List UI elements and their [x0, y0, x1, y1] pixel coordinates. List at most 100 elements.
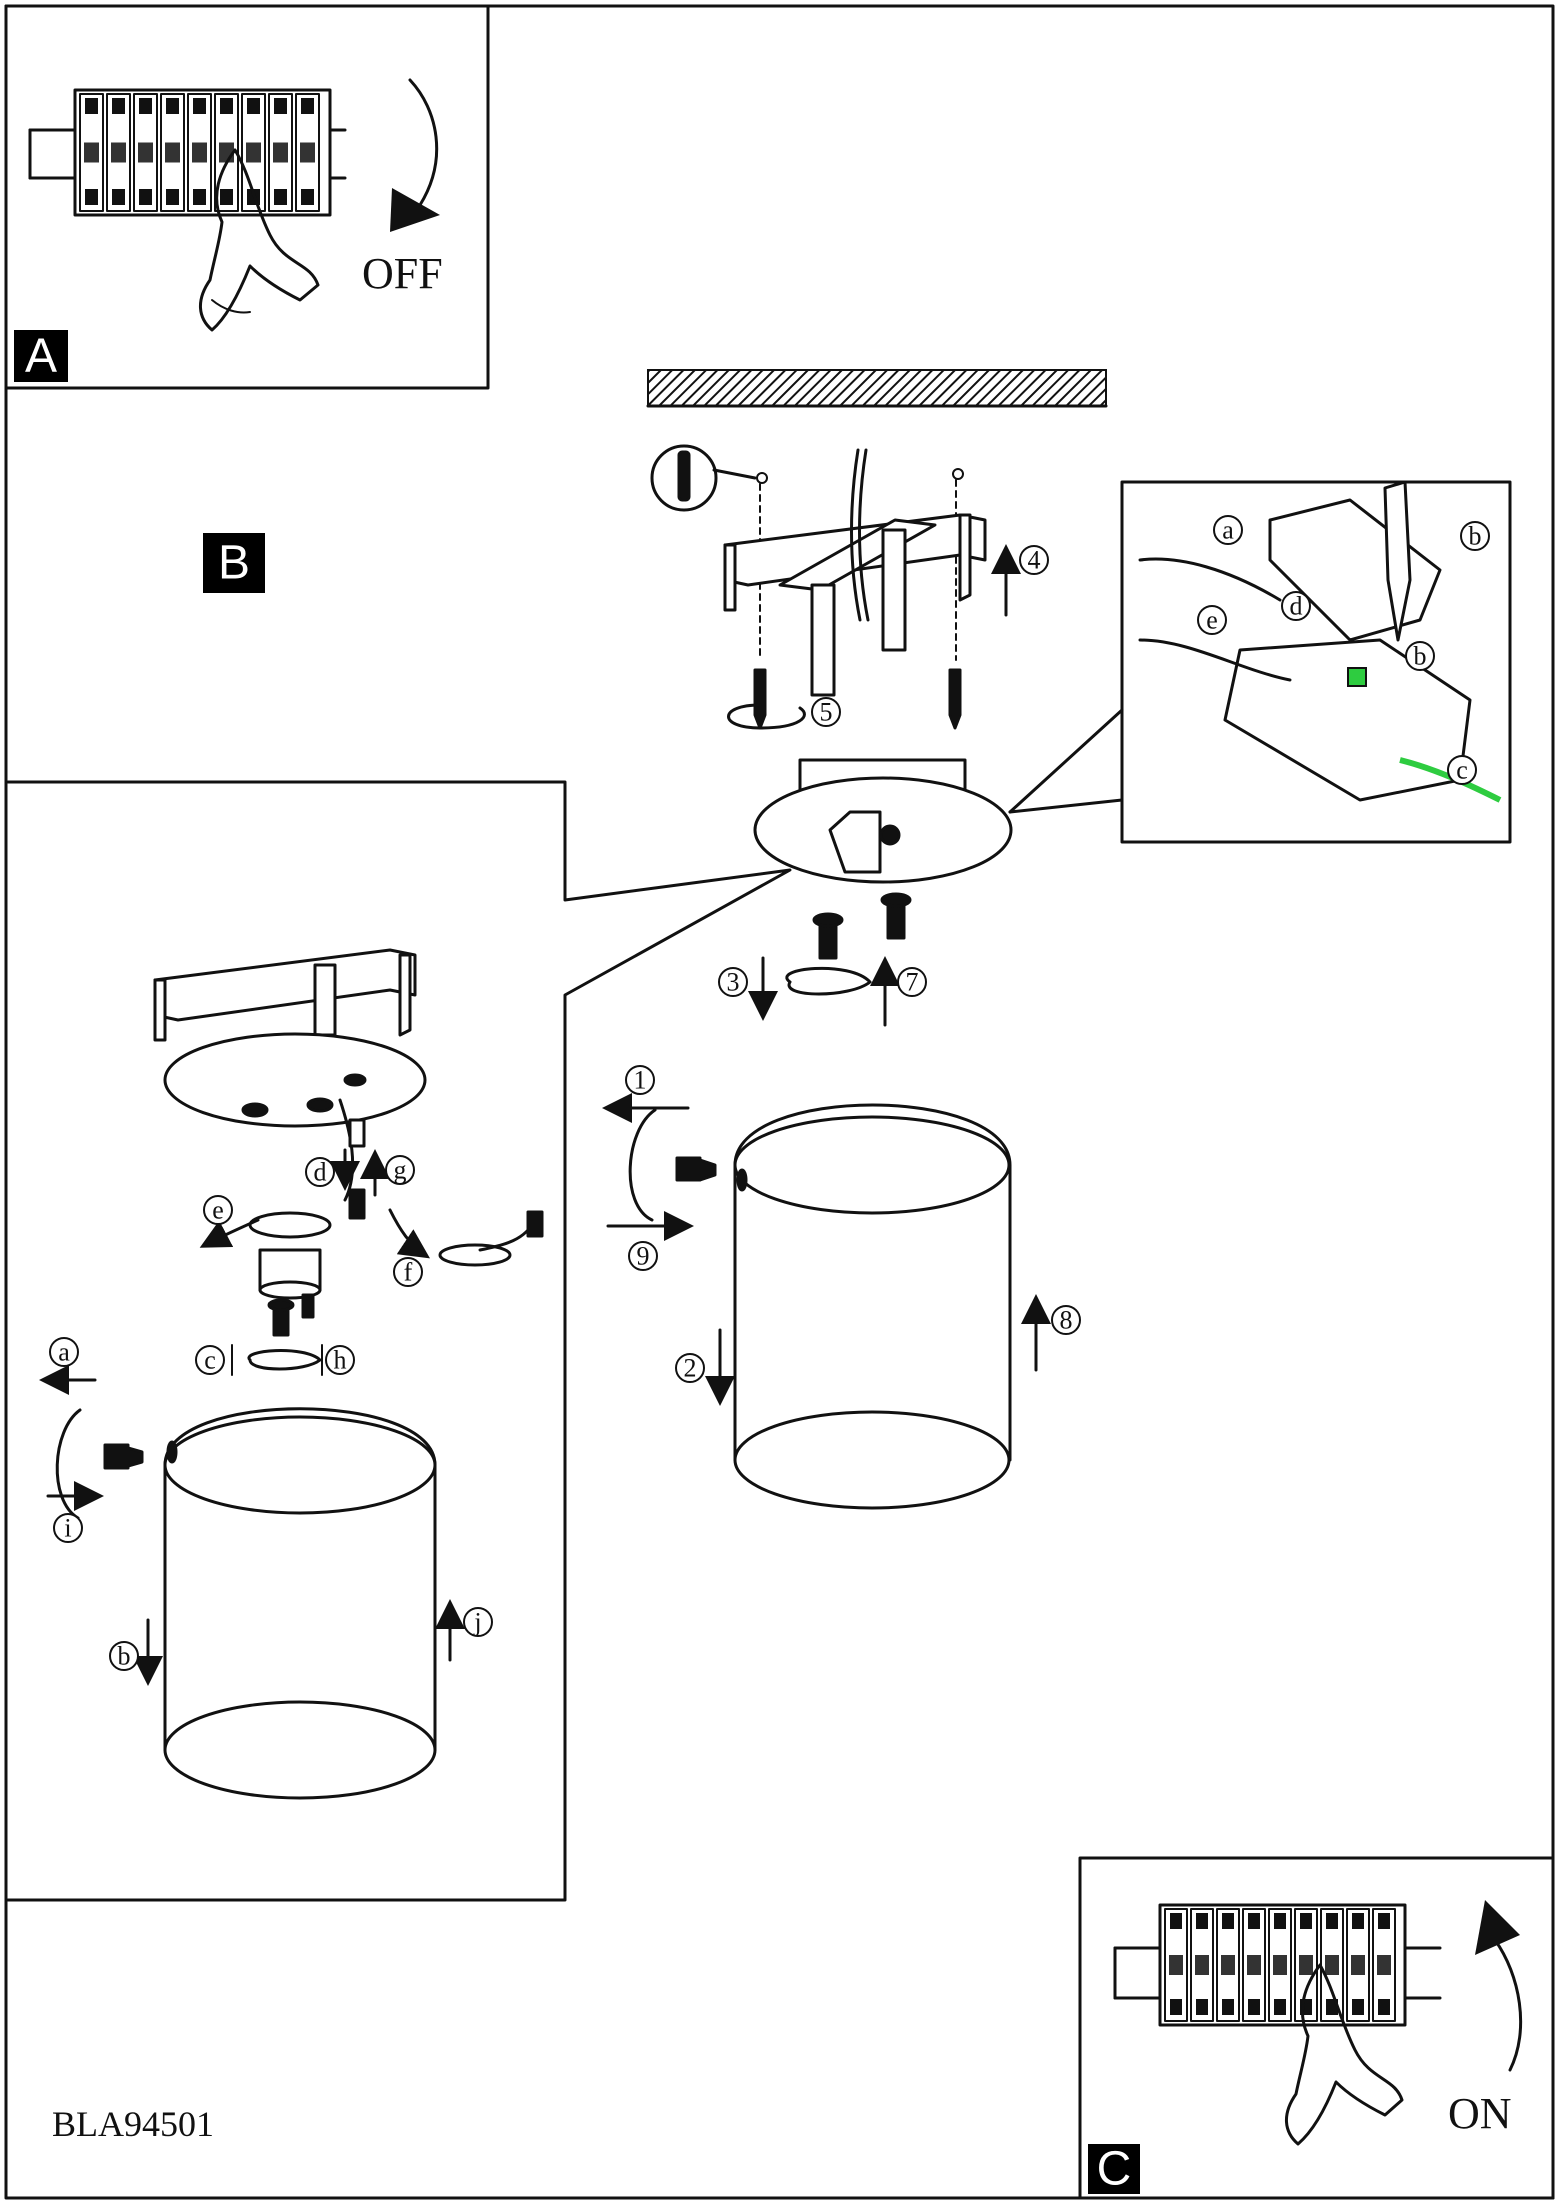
on-label: ON — [1448, 2089, 1512, 2138]
breaker-toggle — [1325, 1955, 1339, 1975]
inset-step-b: b — [1414, 642, 1427, 671]
badge-a-box — [14, 330, 68, 382]
panel-b-badge: B — [203, 533, 265, 593]
detail-box: d g e f c h — [6, 780, 792, 1902]
badge-c-box — [1088, 2144, 1140, 2194]
breaker-terminal-bottom — [220, 189, 233, 205]
ceiling-hatch — [647, 369, 1107, 407]
breaker-toggle — [165, 142, 180, 163]
breaker-block-a — [73, 88, 332, 217]
page-frame — [4, 4, 1555, 2200]
breaker-terminal-top — [1274, 1913, 1286, 1929]
inset-step-c: c — [1456, 756, 1468, 785]
badge-c: C — [1097, 2143, 1132, 2196]
detail-step-c: c — [204, 1346, 216, 1375]
model-code: BLA94501 — [52, 2104, 214, 2144]
breaker-terminal-bottom — [166, 189, 179, 205]
detail-step-d: d — [314, 1158, 327, 1187]
inset-step-e: e — [1206, 606, 1218, 635]
breaker-terminal-top — [1326, 1913, 1338, 1929]
detail-step-f: f — [404, 1258, 413, 1287]
breaker-terminal-top — [139, 98, 152, 114]
badge-b: B — [218, 537, 250, 590]
step-5: 5 — [820, 698, 833, 727]
step-7: 7 — [906, 968, 919, 997]
breaker-block-c — [1158, 1903, 1407, 2027]
step-4: 4 — [1028, 546, 1041, 575]
step-3: 3 — [727, 968, 740, 997]
breaker-terminal-top — [220, 98, 233, 114]
breaker-toggle — [1377, 1955, 1391, 1975]
inset-step-a: a — [1222, 516, 1234, 545]
step-2: 2 — [684, 1354, 697, 1383]
breaker-terminal-top — [1196, 1913, 1208, 1929]
hand-a — [199, 148, 320, 332]
breaker-terminal-bottom — [1378, 1999, 1390, 2015]
breaker-terminal-bottom — [274, 189, 287, 205]
breaker-toggle — [138, 142, 153, 163]
mounting-bracket — [723, 513, 987, 697]
breaker-terminal-top — [274, 98, 287, 114]
detail-step-b: b — [118, 1642, 131, 1671]
breaker-terminal-bottom — [1222, 1999, 1234, 2015]
breaker-terminal-bottom — [1170, 1999, 1182, 2015]
breaker-toggle — [300, 142, 315, 163]
step-1: 1 — [634, 1066, 647, 1095]
breaker-terminal-top — [1352, 1913, 1364, 1929]
terminal-inset: a b d e b c — [1008, 480, 1512, 844]
breaker-terminal-bottom — [1196, 1999, 1208, 2015]
wall-plug-magnifier — [650, 444, 718, 512]
breaker-toggle — [1221, 1955, 1235, 1975]
breaker-terminal-bottom — [112, 189, 125, 205]
shade-right: 1 9 2 8 — [602, 1065, 1081, 1510]
breaker-toggle — [1169, 1955, 1183, 1975]
breaker-terminal-top — [112, 98, 125, 114]
detail-step-j: j — [473, 1608, 481, 1637]
breaker-terminal-top — [1222, 1913, 1234, 1929]
breaker-terminal-top — [193, 98, 206, 114]
panel-a: OFF A — [4, 4, 490, 390]
step-9: 9 — [637, 1242, 650, 1271]
inset-step-d: d — [1290, 592, 1303, 621]
inset-step-b-top: b — [1469, 522, 1482, 551]
main-assembly: 4 5 3 7 — [646, 369, 1108, 1027]
off-arrow — [408, 78, 439, 207]
breaker-terminal-bottom — [1274, 1999, 1286, 2015]
breaker-toggle — [273, 142, 288, 163]
panel-a-frame — [4, 4, 490, 390]
off-label: OFF — [362, 249, 443, 298]
breaker-toggle — [246, 142, 261, 163]
breaker-terminal-top — [166, 98, 179, 114]
breaker-terminal-bottom — [301, 189, 314, 205]
breaker-terminal-top — [1300, 1913, 1312, 1929]
breaker-terminal-top — [301, 98, 314, 114]
breaker-terminal-bottom — [193, 189, 206, 205]
breaker-toggle — [1247, 1955, 1261, 1975]
detail-box-frame — [6, 780, 792, 1902]
breaker-terminal-top — [1170, 1913, 1182, 1929]
breaker-toggle — [1195, 1955, 1209, 1975]
breaker-terminal-bottom — [1352, 1999, 1364, 2015]
badge-a: A — [25, 330, 57, 383]
breaker-terminal-top — [1248, 1913, 1260, 1929]
detail-step-h: h — [334, 1346, 347, 1375]
breaker-toggle — [111, 142, 126, 163]
breaker-terminal-bottom — [139, 189, 152, 205]
breaker-toggle — [1351, 1955, 1365, 1975]
on-arrow — [1493, 1938, 1523, 2072]
panel-c: ON C — [1078, 1856, 1555, 2200]
detail-step-a: a — [58, 1338, 70, 1367]
breaker-toggle — [84, 142, 99, 163]
breaker-terminal-top — [247, 98, 260, 114]
breaker-toggle — [1299, 1955, 1313, 1975]
breaker-terminal-bottom — [85, 189, 98, 205]
step-8: 8 — [1060, 1306, 1073, 1335]
breaker-terminal-bottom — [1248, 1999, 1260, 2015]
detail-step-g: g — [394, 1156, 407, 1185]
canopy — [753, 758, 1013, 884]
detail-step-i: i — [64, 1514, 71, 1543]
detail-step-e: e — [212, 1196, 224, 1225]
breaker-terminal-top — [1378, 1913, 1390, 1929]
